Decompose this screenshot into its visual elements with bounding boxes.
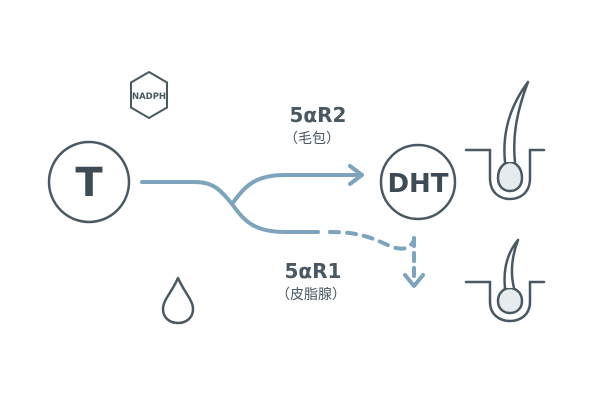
trunk-line: [140, 180, 234, 206]
lower-dashed-line: [328, 230, 416, 251]
hair-follicle-small-icon: [464, 238, 546, 323]
nadph-hexagon-icon: NADPH: [130, 70, 168, 120]
lower-enzyme-label: 5αR1: [285, 259, 342, 283]
lower-branch-line: [230, 202, 320, 234]
lower-location-label: （皮脂腺）: [276, 287, 346, 303]
drop-icon: [161, 276, 195, 325]
upper-enzyme-label: 5αR2: [290, 103, 347, 127]
lower-arrowhead-icon: [403, 273, 425, 288]
hair-follicle-large-icon: [464, 80, 546, 201]
dht-node: DHT: [379, 143, 457, 221]
testosterone-label: T: [75, 160, 103, 206]
upper-location-label: （毛包）: [284, 131, 340, 147]
upper-arrowhead-icon: [348, 164, 364, 186]
dht-label: DHT: [387, 169, 448, 199]
nadph-label: NADPH: [132, 92, 166, 102]
testosterone-node: T: [47, 140, 131, 224]
pathway-lines: [140, 164, 425, 288]
upper-branch-line: [230, 173, 362, 206]
